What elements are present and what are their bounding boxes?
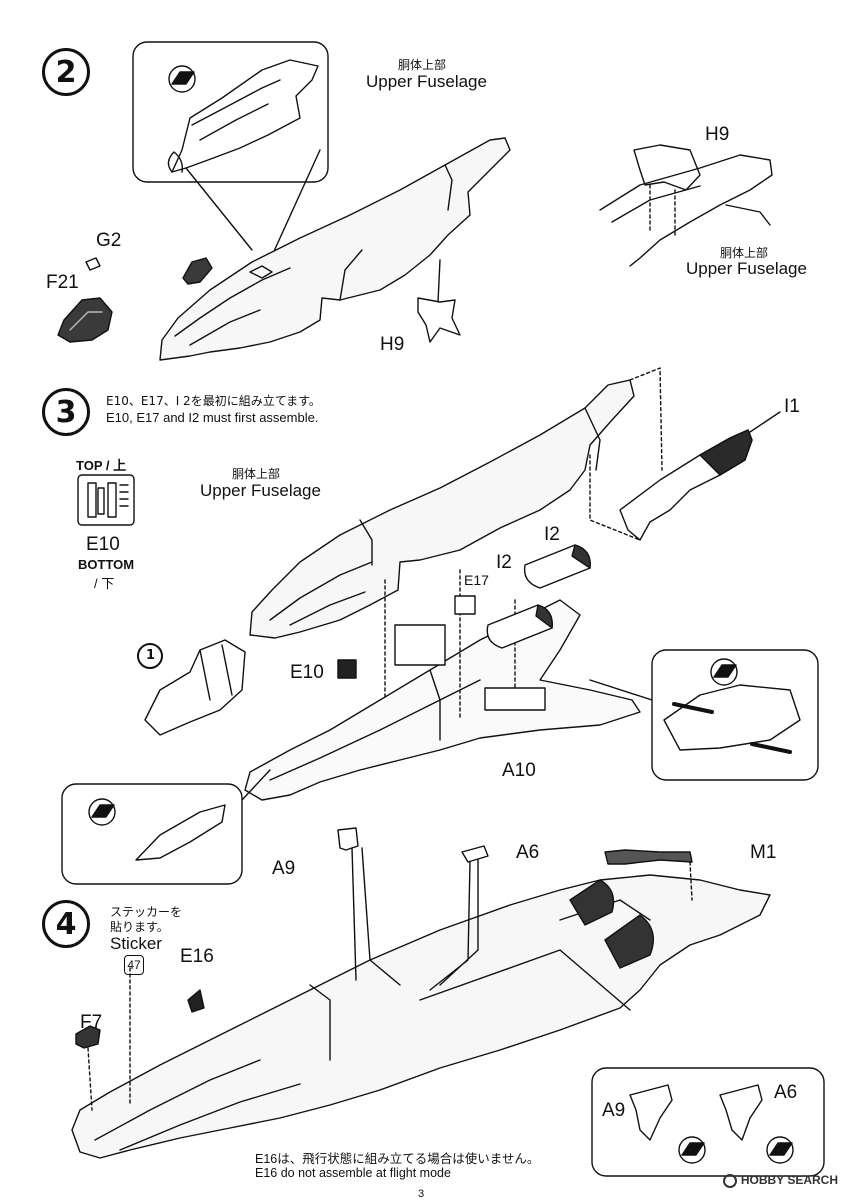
part-i2-upper: I2 [544, 524, 560, 545]
bottom-label: BOTTOM [78, 557, 135, 572]
upper-fuselage-step3 [249, 379, 635, 639]
step-3-circle: 3 [42, 388, 90, 436]
e10-part-diagram [77, 474, 135, 526]
part-h9-bottom: H9 [380, 334, 405, 355]
e16-note-ja: E16は、飛行状態に組み立てる場合は使いません。 [255, 1152, 540, 1166]
ejection-seat [144, 639, 246, 736]
bottom-ja-label: / 下 [94, 576, 115, 591]
top-label: TOP / 上 [76, 458, 127, 473]
part-a9-detail: A9 [602, 1100, 626, 1121]
part-m1: M1 [750, 842, 777, 863]
a9-part [337, 827, 359, 851]
step-4-circle: 4 [42, 900, 90, 948]
a6-part [461, 845, 489, 863]
substep-1-number: 1 [146, 648, 156, 663]
step-3-number: 3 [55, 395, 77, 430]
part-a9: A9 [272, 858, 296, 879]
step4-detail-box [591, 1067, 825, 1177]
upper-fuselage-ja-2: 胴体上部 [720, 246, 769, 260]
sticker-ja-1: ステッカーを [110, 905, 183, 919]
e16-part [187, 989, 205, 1013]
main-fuselage-step4 [71, 874, 771, 1159]
step3-detail-left [61, 783, 243, 885]
upper-fuselage-ja: 胴体上部 [398, 58, 447, 72]
step-2-circle: 2 [42, 48, 90, 96]
upper-fuselage-en-2: Upper Fuselage [686, 259, 807, 278]
sticker-ja-2: 貼ります。 [110, 920, 169, 934]
sticker-en: Sticker [110, 934, 162, 953]
part-e10: E10 [290, 662, 324, 683]
part-f21: F21 [46, 272, 79, 293]
step-2-number: 2 [55, 55, 77, 90]
part-a6: A6 [516, 842, 540, 863]
g2-part [85, 257, 101, 271]
part-i2-lower: I2 [496, 552, 512, 573]
e10-part [337, 659, 357, 679]
part-g2: G2 [96, 230, 122, 251]
part-e17: E17 [464, 572, 489, 588]
step3-upper-fuselage-ja: 胴体上部 [232, 467, 281, 481]
e10-ref-label: E10 [86, 534, 120, 555]
part-f7: F7 [80, 1012, 103, 1033]
step3-note-en: E10, E17 and I2 must first assemble. [106, 410, 319, 425]
page-number: 3 [418, 1188, 425, 1200]
step2-detail-box [132, 41, 329, 183]
engine-nozzle-b [604, 914, 654, 969]
step3-note-ja: E10、E17、I 2を最初に組み立てます。 [106, 394, 321, 408]
part-a10: A10 [502, 760, 536, 781]
part-a6-detail: A6 [774, 1082, 798, 1103]
upper-fuselage-en: Upper Fuselage [366, 72, 487, 91]
part-e16: E16 [180, 946, 214, 967]
watermark-text: HOBBY SEARCH [740, 1173, 838, 1188]
substep-1-circle [137, 643, 163, 669]
f21-canopy [57, 297, 113, 343]
e17-part [454, 595, 476, 615]
part-h9-top: H9 [705, 124, 730, 145]
canopy-small [182, 257, 213, 285]
h9-piece [417, 297, 461, 343]
upper-fuselage-step2 [159, 137, 511, 361]
step-4-number: 4 [55, 907, 77, 942]
step3-detail-right [651, 649, 819, 781]
watermark-logo-icon [722, 1174, 737, 1188]
a10-lower-fuselage [244, 599, 641, 801]
watermark: HOBBY SEARCH [722, 1173, 838, 1188]
engine-nozzle-a [569, 879, 615, 926]
step3-upper-fuselage-en: Upper Fuselage [200, 481, 321, 500]
e16-note-en: E16 do not assemble at flight mode [255, 1166, 451, 1180]
m1-probe [604, 849, 693, 865]
f7-part [75, 1025, 101, 1049]
sticker-number-badge: 47 [124, 955, 144, 975]
part-i1: I1 [784, 396, 800, 417]
